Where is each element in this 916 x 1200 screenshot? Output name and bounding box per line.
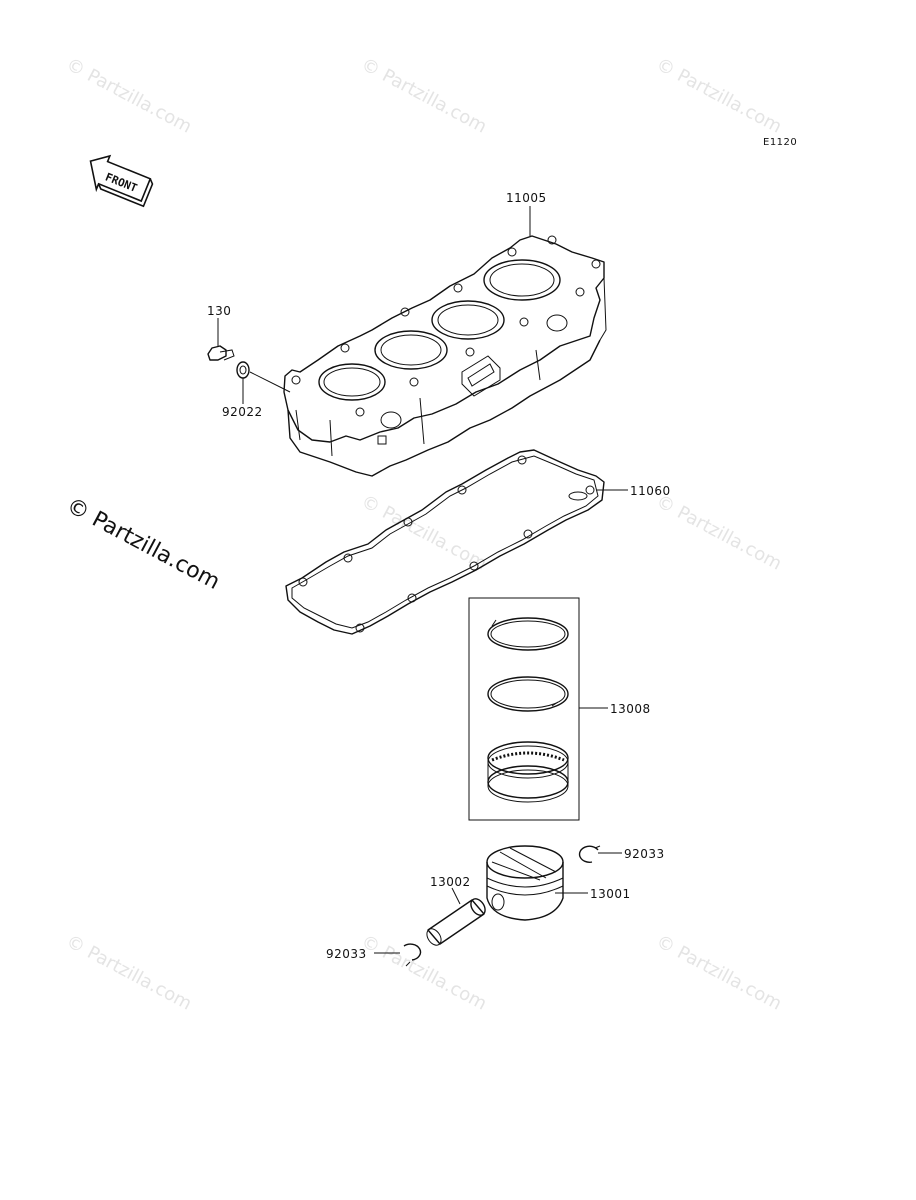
circlip-left-part [403, 943, 422, 967]
circlip-right-part [578, 845, 601, 863]
piston-ring-set [468, 597, 580, 821]
watermark: © Partzilla.com [653, 54, 786, 138]
watermark-dark: © Partzilla.com [62, 493, 224, 595]
base-gasket [285, 449, 605, 635]
label-cylinder: 11005 [506, 191, 547, 205]
label-gasket: 11060 [630, 484, 671, 498]
diagram-code: E1120 [763, 137, 797, 148]
label-ring-set: 13008 [610, 702, 651, 716]
bolt-part [207, 318, 235, 361]
label-circlip-right: 92033 [624, 847, 665, 861]
label-bolt: 130 [207, 304, 231, 318]
watermark: © Partzilla.com [358, 931, 491, 1015]
washer-part [236, 361, 291, 404]
label-pin: 13002 [430, 875, 471, 889]
front-arrow-icon: FRONT [89, 154, 154, 208]
watermark: © Partzilla.com [358, 54, 491, 138]
watermark: © Partzilla.com [653, 931, 786, 1015]
label-piston: 13001 [590, 887, 631, 901]
piston-part [486, 845, 564, 921]
watermark: © Partzilla.com [358, 491, 491, 575]
watermark: © Partzilla.com [653, 491, 786, 575]
piston-pin-part [426, 898, 486, 946]
label-circlip-left: 92033 [326, 947, 367, 961]
watermark: © Partzilla.com [63, 54, 196, 138]
cylinder-block [283, 235, 607, 477]
watermark: © Partzilla.com [63, 931, 196, 1015]
watermarks: © Partzilla.com © Partzilla.com © Partzi… [62, 54, 785, 1015]
leader-pin [451, 887, 461, 905]
label-washer: 92022 [222, 405, 263, 419]
